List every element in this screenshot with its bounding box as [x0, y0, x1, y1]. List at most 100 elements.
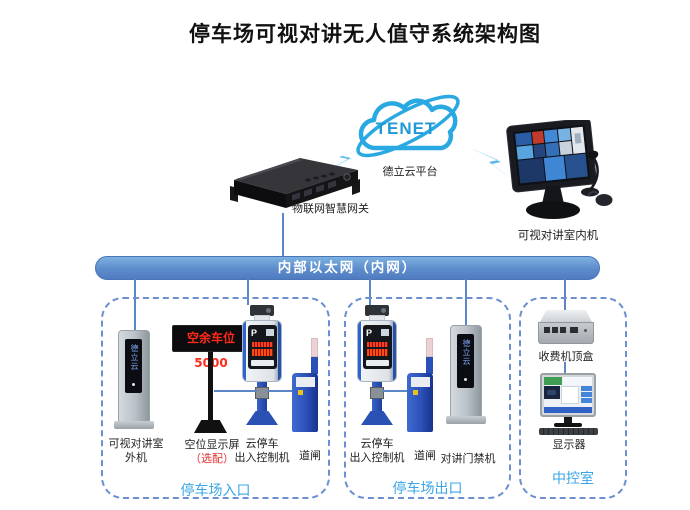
monitor-screen	[544, 377, 592, 413]
outdoor-intercom-screen-text: 德立云	[130, 344, 139, 371]
keyboard	[539, 428, 598, 435]
monitor-ui-camera-view	[544, 386, 560, 399]
exit-control-logo-strip	[366, 360, 389, 366]
control-room-zone-label: 中控室	[552, 470, 594, 486]
vacancy-display-device: 空余车位5000	[170, 323, 252, 435]
exit-control-reader	[370, 387, 384, 399]
outdoor-intercom-label: 可视对讲室 外机	[108, 438, 164, 465]
outdoor-intercom-device: 德立云	[114, 328, 158, 432]
connector-bar-exit-control	[369, 279, 371, 305]
entrance-barrier-arm	[311, 357, 318, 374]
exit-barrier-label: 道闸	[414, 450, 436, 462]
stb-port-3	[560, 327, 566, 333]
entrance-control-camera	[250, 305, 274, 316]
entrance-control-screen-tile	[266, 329, 274, 336]
exit-control-base	[361, 411, 393, 425]
connector-bar-access-control	[465, 279, 467, 325]
access-control-camera-dot	[464, 378, 467, 381]
entrance-control-led-line2	[252, 349, 273, 356]
vacancy-display-pole	[208, 352, 213, 421]
page-title: 停车场可视对讲无人值守系统架构图	[189, 23, 541, 46]
exit-control-machine-device: P	[349, 303, 405, 433]
connector-bar-entrance-control	[247, 279, 249, 305]
exit-barrier-device	[405, 338, 445, 434]
stb-top	[540, 310, 592, 322]
exit-zone-box	[344, 297, 511, 499]
indoor-unit-label: 可视对讲室内机	[517, 230, 599, 242]
stb-port-2	[552, 327, 558, 333]
outdoor-intercom-camera-dot	[132, 383, 135, 386]
stb-port-1	[544, 327, 550, 333]
connector-gateway-to-bar	[282, 213, 284, 257]
intranet-bar: 内部以太网（内网）	[95, 256, 600, 280]
exit-barrier-button	[413, 390, 418, 395]
iot-gateway-label: 物联网智慧网关	[292, 203, 369, 215]
cloud-platform-icon: TENET	[356, 94, 460, 158]
entrance-control-reader	[255, 387, 269, 399]
entrance-control-screen: P	[248, 325, 277, 369]
monitor-ui-button-2	[581, 392, 592, 397]
iot-gateway-device	[230, 158, 360, 208]
monitor-label: 显示器	[552, 439, 586, 451]
exit-control-label: 云停车 出入控制机	[349, 438, 405, 465]
entrance-control-p-badge: P	[251, 328, 258, 338]
stb-led	[584, 329, 587, 332]
exit-barrier-arm	[426, 357, 433, 374]
cloud-brand-text: TENET	[376, 119, 437, 138]
indoor-unit-device	[506, 120, 613, 219]
cloud-platform-label: 德立云平台	[382, 166, 438, 178]
entrance-barrier-button	[298, 390, 303, 395]
connector-control-barrier-exit	[382, 390, 407, 392]
exit-control-screen: P	[363, 325, 392, 369]
vacancy-display-optional: （选配）	[190, 453, 234, 466]
monitor-ui-button-1	[581, 386, 592, 391]
vacancy-display-led: 空余车位5000	[172, 325, 250, 370]
stb-device	[538, 310, 594, 348]
exit-barrier-panel	[411, 377, 430, 387]
monitor-foot	[554, 423, 582, 427]
exit-control-led-line1	[367, 342, 388, 347]
monitor-ui-bottom-bar	[544, 407, 592, 413]
control-room-zone-box	[519, 297, 627, 499]
entrance-control-logo-strip	[251, 360, 274, 366]
monitor-stand	[564, 417, 572, 424]
exit-control-led-line2	[367, 349, 388, 356]
connector-stb-monitor	[564, 362, 566, 373]
connector-control-barrier-entrance	[267, 390, 292, 392]
control-room-monitor-device	[539, 373, 598, 435]
monitor-ui-button-3	[581, 398, 592, 403]
access-control-base	[446, 416, 486, 424]
monitor-ui-top-panel	[563, 377, 592, 385]
exit-control-p-badge: P	[366, 328, 373, 338]
entrance-control-label: 云停车 出入控制机	[234, 438, 290, 465]
monitor-ui-form	[561, 386, 579, 404]
access-control-device: 德立云	[446, 323, 490, 427]
access-control-screen-text: 德立云	[462, 339, 471, 366]
access-control-screen: 德立云	[457, 334, 474, 388]
entrance-zone-box	[101, 297, 330, 499]
stb-port-4	[570, 327, 578, 333]
stb-front	[538, 322, 594, 344]
outdoor-intercom-screen: 德立云	[125, 339, 142, 393]
access-control-label: 对讲门禁机	[440, 453, 496, 465]
connector-bar-outdoor-intercom	[134, 279, 136, 330]
entrance-control-led-line1	[252, 342, 273, 347]
entrance-zone-label: 停车场入口	[180, 482, 251, 498]
connector-display-control	[214, 390, 257, 392]
entrance-control-base	[246, 411, 278, 425]
exit-control-camera	[365, 305, 389, 316]
outdoor-intercom-base	[114, 421, 154, 429]
vacancy-display-label: 空位显示屏 （选配）	[184, 439, 240, 466]
entrance-barrier-panel	[296, 377, 315, 387]
entrance-control-machine-device: P	[234, 303, 290, 433]
stb-label: 收费机顶盒	[538, 351, 594, 363]
connector-bar-stb	[564, 279, 566, 312]
entrance-barrier-device	[290, 338, 330, 434]
monitor-ui-green-panel	[544, 377, 562, 385]
exit-zone-label: 停车场出口	[392, 480, 463, 496]
vacancy-display-base	[194, 420, 227, 433]
exit-barrier-arm-top	[426, 338, 433, 357]
entrance-barrier-label: 道闸	[299, 450, 321, 462]
exit-control-screen-tile	[381, 329, 389, 336]
